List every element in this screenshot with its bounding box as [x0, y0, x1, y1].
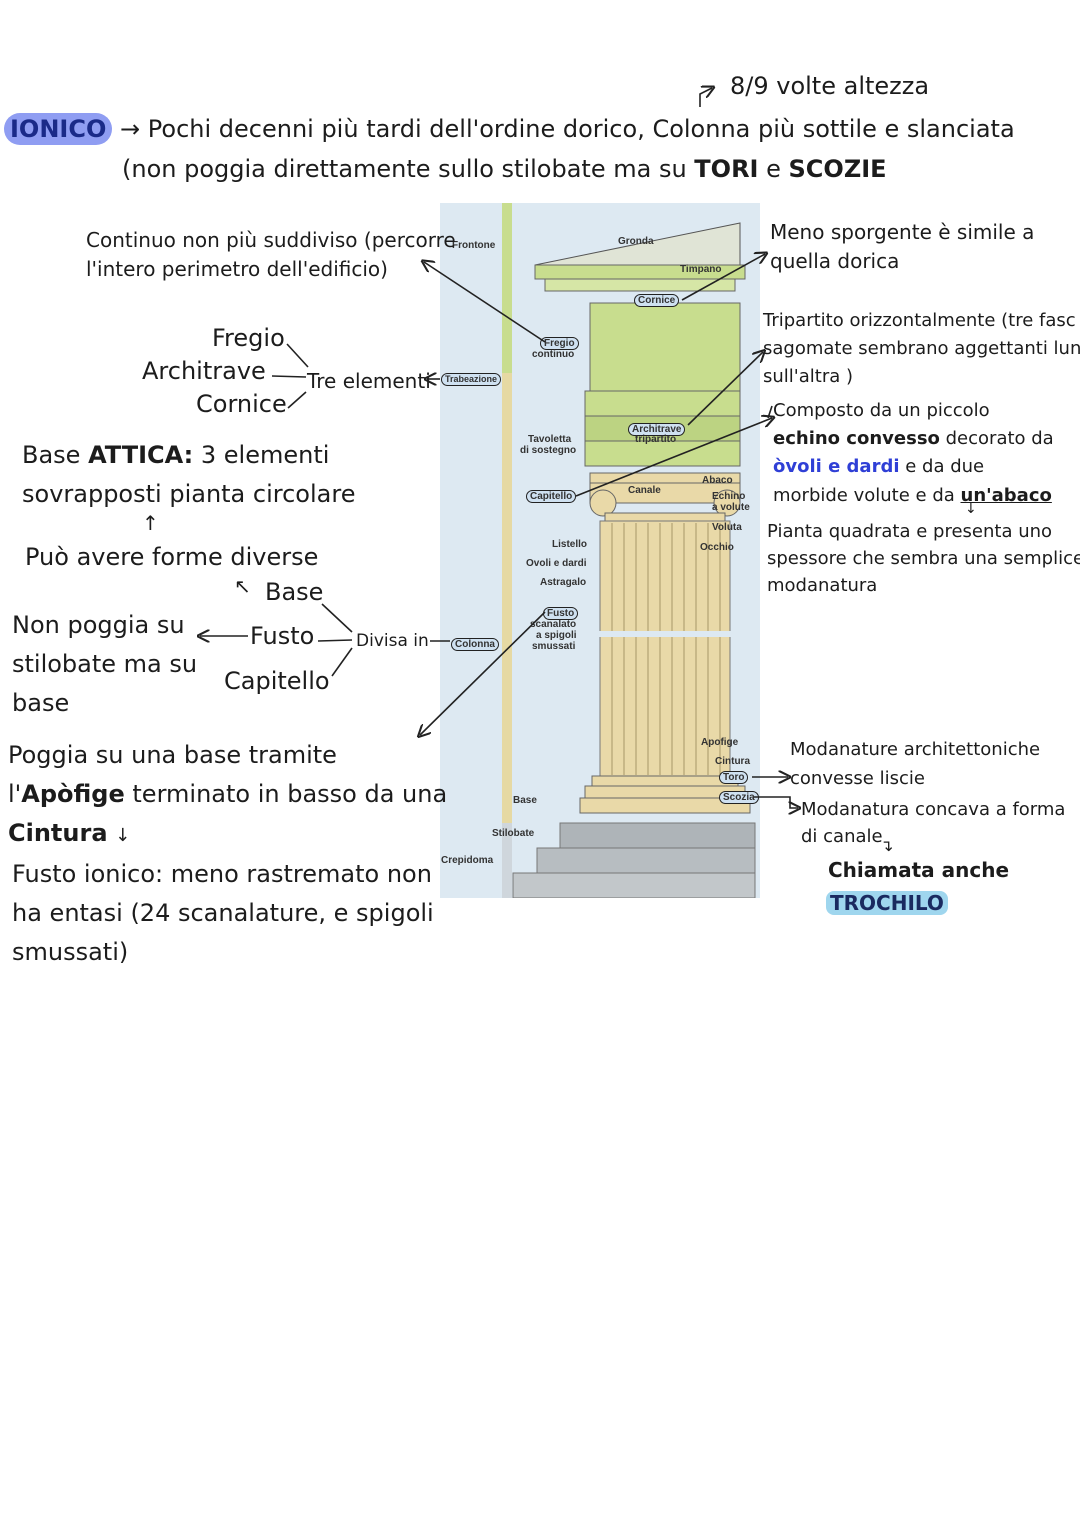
label-colonna: Colonna [451, 638, 499, 651]
label-stilobate: Stilobate [492, 828, 535, 839]
header-line-1: Pochi decenni più tardi dell'ordine dori… [147, 115, 1015, 143]
ionico-heading: IONICO → Pochi decenni più tardi dell'or… [4, 113, 1015, 145]
label-fregio: Fregio [540, 337, 579, 350]
base-attica-2: sovrapposti pianta circolare [22, 480, 356, 508]
base-word: Base [265, 578, 324, 606]
label-ovoli: Ovoli e dardi [526, 558, 587, 569]
label-occhio: Occhio [700, 542, 734, 553]
cornice-note-1: Meno sporgente è simile a [770, 220, 1035, 244]
arrow-right-icon: → [120, 115, 141, 143]
non-poggia-1: Non poggia su [12, 611, 185, 639]
trochilo: TROCHILO [826, 891, 948, 915]
abaco-note-2: spessore che sembra una semplice [767, 548, 1080, 569]
header-line-2: (non poggia direttamente sullo stilobate… [122, 155, 887, 183]
label-base: Base [513, 795, 537, 806]
label-astragalo: Astragalo [540, 577, 587, 588]
height-note: 8/9 volte altezza [730, 72, 930, 100]
fregio-note-2: l'intero perimetro dell'edificio) [86, 257, 388, 281]
label-echino-2: a volute [712, 502, 750, 513]
non-poggia-2: stilobate ma su [12, 650, 198, 678]
abaco-note-1: Pianta quadrata e presenta uno [767, 521, 1053, 542]
label-listello: Listello [552, 539, 588, 550]
capitello-note-4: morbide volute e da un'abaco [773, 485, 1052, 506]
abaco-note-3: modanatura [767, 575, 878, 596]
architrave-note-1: Tripartito orizzontalmente (tre fasc [763, 310, 1076, 331]
architrave-note-2: sagomate sembrano aggettanti luna [763, 338, 1080, 359]
capitello-note-2: echino convesso decorato da [773, 428, 1054, 449]
label-scanalato: scanalato [530, 619, 577, 630]
arrow-upleft-icon: ↖ [234, 574, 251, 598]
chiamata-anche: Chiamata anche [828, 858, 1010, 882]
capitello-note-1: Composto da un piccolo [773, 400, 990, 421]
fusto-word: Fusto [250, 622, 315, 650]
label-toro: Toro [719, 771, 749, 784]
fregio-note-1: Continuo non più suddiviso (percorre [86, 228, 456, 252]
poggia-3: Cintura ↓ [8, 819, 131, 847]
label-smussati: smussati [532, 641, 576, 652]
architrave-note-3: sull'altra ) [763, 366, 853, 387]
label-trabeazione: Trabeazione [441, 373, 502, 386]
label-tavoletta-1: Tavoletta [528, 434, 572, 445]
cornice-note-2: quella dorica [770, 249, 900, 273]
label-frontone: Frontone [452, 240, 496, 251]
temple-diagram [440, 203, 760, 899]
label-continuo: continuo [532, 349, 575, 360]
fusto-ionico-1: Fusto ionico: meno rastremato non [12, 860, 432, 888]
scozia-note-1: Modanatura concava a forma [801, 799, 1066, 820]
base-attica-1: Base ATTICA: 3 elementi [22, 441, 330, 469]
label-architrave: Architrave [628, 423, 686, 436]
fregio-word: Fregio [212, 324, 285, 352]
scozia-note-2: di canale [801, 826, 883, 847]
arrow-down-icon: ↓ [965, 501, 977, 517]
label-canale: Canale [628, 485, 661, 496]
non-poggia-3: base [12, 689, 70, 717]
cornice-word: Cornice [196, 390, 287, 418]
fusto-ionico-2: ha entasi (24 scanalature, e spigoli [12, 899, 434, 927]
toro-note-2: convesse liscie [790, 768, 925, 789]
poggia-1: Poggia su una base tramite [8, 741, 337, 769]
divisa-in: Divisa in [356, 631, 429, 651]
label-tripartito: tripartito [635, 434, 677, 445]
label-echino-1: Echino [712, 491, 746, 502]
label-timpano: Timpano [680, 264, 722, 275]
arrow-up-icon: ↑ [142, 511, 159, 535]
capitello-word: Capitello [224, 667, 330, 695]
forme-diverse: Può avere forme diverse [25, 543, 319, 571]
label-cintura: Cintura [715, 756, 750, 767]
label-apofige: Apofige [701, 737, 739, 748]
label-cornice: Cornice [634, 294, 680, 307]
tre-elementi: Tre elementi [307, 369, 431, 393]
label-a-spigoli: a spigoli [536, 630, 577, 641]
arrow-down-icon: ↴ [880, 836, 894, 855]
label-crepidoma: Crepidoma [441, 855, 494, 866]
label-abaco: Abaco [702, 475, 733, 486]
architrave-word: Architrave [142, 357, 266, 385]
poggia-2: l'Apòfige terminato in basso da una [8, 780, 448, 808]
label-capitello: Capitello [526, 490, 577, 503]
label-gronda: Gronda [618, 236, 654, 247]
fusto-ionico-3: smussati) [12, 938, 129, 966]
toro-note-1: Modanature architettoniche [790, 739, 1041, 760]
ionico-tag: IONICO [4, 113, 113, 145]
arrow-down-icon: ↓ [115, 825, 131, 846]
label-tavoletta-2: di sostegno [520, 445, 577, 456]
label-voluta: Voluta [712, 522, 742, 533]
capitello-note-3: òvoli e dardi e da due [773, 456, 985, 477]
